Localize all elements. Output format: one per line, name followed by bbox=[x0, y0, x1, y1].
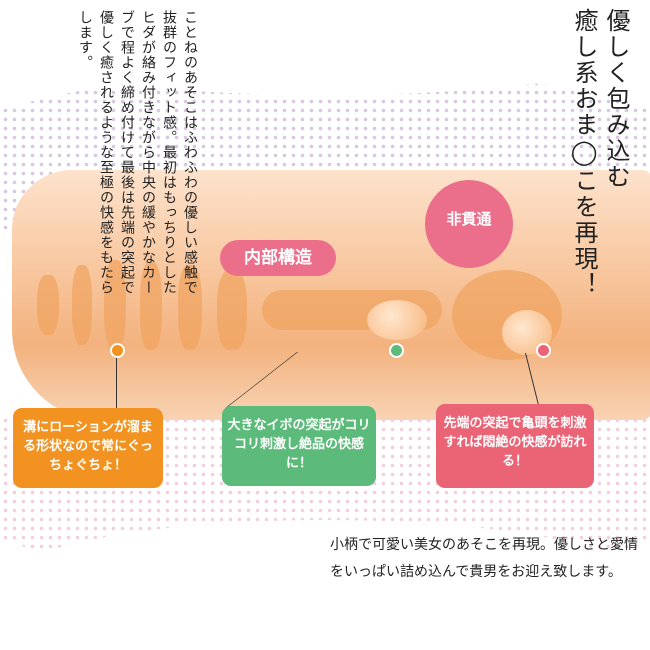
headline: 優しく包み込む 癒し系おま◯こを再現！ bbox=[568, 8, 632, 298]
description-text: 小柄で可愛い美女のあそこを再現。優しさと愛情をいっぱい詰め込んで貴男をお迎え致し… bbox=[330, 537, 638, 580]
callout-tip: 先端の突起で亀頭を刺激すれば悶絶の快感が訪れる！ bbox=[436, 404, 594, 488]
internal-structure-label: 内部構造 bbox=[220, 240, 336, 276]
marker-orange bbox=[110, 343, 125, 358]
callout-bump: 大きなイボの突起がコリコリ刺激し絶品の快感に！ bbox=[222, 406, 376, 486]
marker-green bbox=[389, 343, 404, 358]
headline-line-1: 優しく包み込む bbox=[602, 8, 630, 190]
product-cross-section-image bbox=[12, 170, 650, 420]
headline-line-2: 癒し系おま◯こを再現！ bbox=[570, 8, 598, 298]
leader-line-orange bbox=[116, 350, 117, 410]
marker-red bbox=[536, 343, 551, 358]
callout-groove: 溝にローションが溜まる形状なので常にぐっちょぐちょ！ bbox=[13, 408, 163, 488]
non-through-badge: 非貫通 bbox=[425, 180, 513, 268]
intro-text: ことねのあそこはふわふわの優しい感触で抜群のフィット感。最初はもっちりとしたヒダ… bbox=[77, 10, 198, 295]
